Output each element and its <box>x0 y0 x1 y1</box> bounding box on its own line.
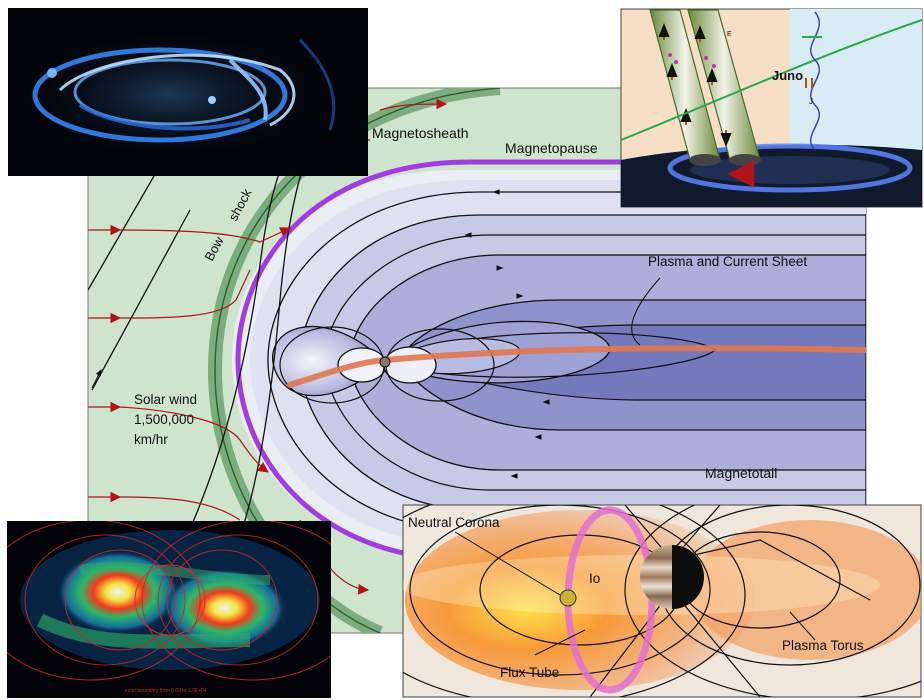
juno-fluxtube-inset: Juno E J <box>620 8 923 208</box>
juno-trajectory <box>621 19 922 141</box>
aurora-main-oval <box>32 47 288 143</box>
magnetotail-label: Magnetotail <box>705 465 777 481</box>
flux-tube-label: Flux Tube <box>500 665 559 680</box>
magnetopause-label: Magnetopause <box>505 140 598 156</box>
j-current-symbol: J <box>809 97 813 106</box>
main-panel: Magnetosheath Magnetopause Bow shock Pla… <box>87 87 867 634</box>
magnetosheath-label: Magnetosheath <box>372 125 469 141</box>
io-label: Io <box>589 571 600 586</box>
solar-wind-speed-label: 1,500,000 <box>134 412 194 427</box>
juno-label: Juno <box>772 68 803 83</box>
plasma-current-sheet-label: Plasma and Current Sheet <box>648 254 807 269</box>
ir-caption: inner boundary from 0.00 to 1.0E+04 <box>125 688 207 694</box>
neutral-corona-label: Neutral Corona <box>408 515 500 530</box>
jupiter-dot <box>379 356 391 368</box>
ir-emission-inset: inner boundary from 0.00 to 1.0E+04 <box>7 521 331 698</box>
solar-wind-label: Solar wind <box>134 392 197 407</box>
aurora-uv-inset <box>8 8 368 176</box>
io-torus-inset: Neutral Corona Io Flux Tube Plasma Torus <box>402 504 922 698</box>
plasma-torus-label: Plasma Torus <box>782 638 864 653</box>
e-field-symbol: E <box>727 31 732 38</box>
magnetopause-line <box>235 159 866 563</box>
solar-wind-unit-label: km/hr <box>134 432 168 447</box>
io-moon <box>559 589 577 607</box>
current-sheet <box>287 345 866 388</box>
